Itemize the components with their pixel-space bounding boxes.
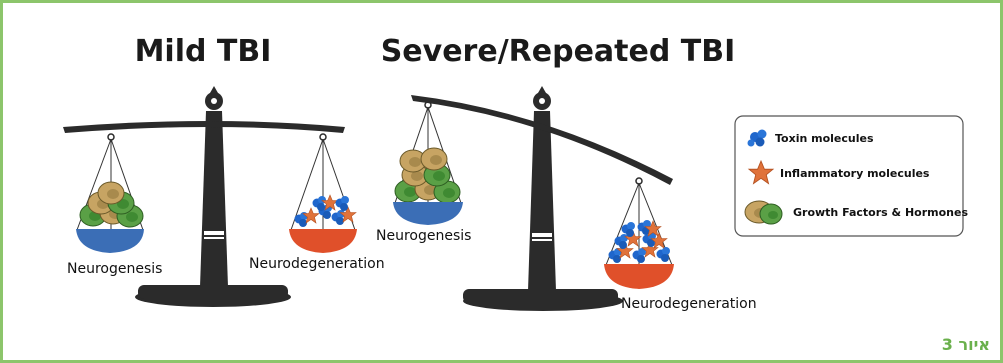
title-mild: Mild TBI (135, 34, 272, 69)
legend-toxin-label: Toxin molecules (775, 132, 874, 145)
title-severe: Severe/Repeated TBI (381, 34, 736, 69)
legend-inflammatory-label: Inflammatory molecules (780, 167, 930, 180)
severe-right-label: Neurodegeneration (621, 296, 757, 312)
mild-right-pan (289, 229, 357, 253)
severe-right-pan (604, 264, 674, 289)
severe-left-pan (393, 202, 463, 225)
balance-diagram: Mild TBI Severe/Repeated TBI (3, 3, 1000, 360)
mild-left-pan (76, 229, 144, 253)
mild-right-label: Neurodegeneration (249, 256, 385, 272)
mild-left-label: Neurogenesis (67, 261, 162, 277)
severe-left-label: Neurogenesis (376, 228, 471, 244)
legend-growth-label: Growth Factors & Hormones (793, 206, 968, 219)
figure-caption: איור 3 (942, 335, 990, 354)
severe-scale (393, 86, 674, 311)
legend: Toxin molecules Inflammatory molecules G… (735, 116, 968, 236)
